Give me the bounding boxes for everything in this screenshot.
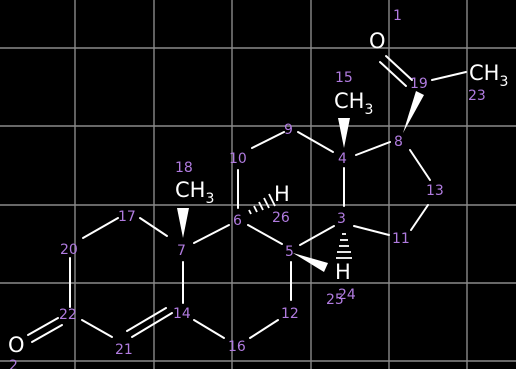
wedge-8-19 <box>403 91 424 133</box>
atom-index: 14 <box>173 306 191 322</box>
hash-3-24 <box>336 233 352 259</box>
atom-index: 10 <box>229 151 247 167</box>
atom-h24: H <box>335 260 351 284</box>
bond-22-O2 <box>27 317 59 336</box>
atom-label: CH <box>334 89 364 113</box>
bond-13-8 <box>409 149 431 181</box>
bond-7-6 <box>193 224 230 244</box>
wedge-5-25 <box>293 253 328 272</box>
atom-indices: 1 2 3 4 5 6 7 8 9 10 11 12 13 14 15 16 1… <box>9 8 486 369</box>
atom-c18-ch3: CH3 <box>175 178 214 207</box>
atom-index: 21 <box>115 342 133 358</box>
atom-o1: O <box>369 29 386 53</box>
atom-index: 7 <box>177 243 186 259</box>
hash-line <box>253 205 258 213</box>
bond-19-O1 <box>385 55 413 81</box>
wedge-4-15 <box>338 118 350 148</box>
atom-subscript: 3 <box>364 102 373 118</box>
bond-12-16 <box>249 319 279 339</box>
bond-22-O2-double <box>31 324 63 343</box>
atom-index: 9 <box>284 122 293 138</box>
atom-index: 6 <box>233 213 242 229</box>
atom-index: 2 <box>9 358 18 369</box>
atom-c15-ch3: CH3 <box>334 89 373 118</box>
bond-10-9 <box>251 131 285 149</box>
atom-h26: H <box>274 182 290 206</box>
bond-3-5 <box>299 225 335 246</box>
atom-o2: O <box>8 333 25 357</box>
bond-6-5 <box>247 224 283 245</box>
atom-index: 5 <box>285 244 294 260</box>
bond-17-7 <box>139 217 168 237</box>
atom-label: CH <box>469 61 499 85</box>
atom-index: 16 <box>228 339 246 355</box>
atom-index: 26 <box>272 210 290 226</box>
hash-line <box>258 201 264 211</box>
atom-index: 17 <box>118 209 136 225</box>
atom-index: 23 <box>468 88 486 104</box>
bond-9-4 <box>297 131 334 153</box>
bond-21-22 <box>81 319 113 338</box>
bond-20-17 <box>82 217 119 239</box>
atom-c23-ch3: CH3 <box>469 61 508 90</box>
atom-labels: O O CH3 CH3 CH3 H H <box>8 29 508 357</box>
atom-index: 1 <box>393 8 402 24</box>
atom-index: 22 <box>59 307 77 323</box>
bond-19-23 <box>431 71 467 81</box>
bond-8-4 <box>355 141 391 156</box>
atom-index: 13 <box>426 183 444 199</box>
atom-subscript: 3 <box>499 74 508 90</box>
hash-6-26 <box>248 193 276 215</box>
hash-line <box>268 193 276 207</box>
atom-index: 3 <box>337 211 346 227</box>
bond-14-21-double <box>126 307 167 332</box>
hash-line <box>263 197 270 209</box>
bond-14-21 <box>131 312 173 338</box>
atom-index: 8 <box>394 134 403 150</box>
hash-line <box>248 209 252 215</box>
atom-index: 20 <box>60 242 78 258</box>
bonds <box>27 55 467 343</box>
atom-index: 12 <box>281 306 299 322</box>
atom-index: 25 <box>326 292 344 308</box>
bond-19-O1-double <box>379 61 407 87</box>
atom-label: CH <box>175 178 205 202</box>
atom-index: 18 <box>175 160 193 176</box>
atom-index: 4 <box>338 151 347 167</box>
atom-index: 11 <box>392 231 410 247</box>
atom-subscript: 3 <box>205 191 214 207</box>
wedge-7-18 <box>177 208 189 238</box>
bond-16-14 <box>193 319 225 339</box>
bond-3-11 <box>353 225 390 236</box>
atom-index: 24 <box>338 287 356 303</box>
bond-11-13 <box>410 204 429 231</box>
atom-index: 15 <box>335 70 353 86</box>
atom-index: 19 <box>410 76 428 92</box>
